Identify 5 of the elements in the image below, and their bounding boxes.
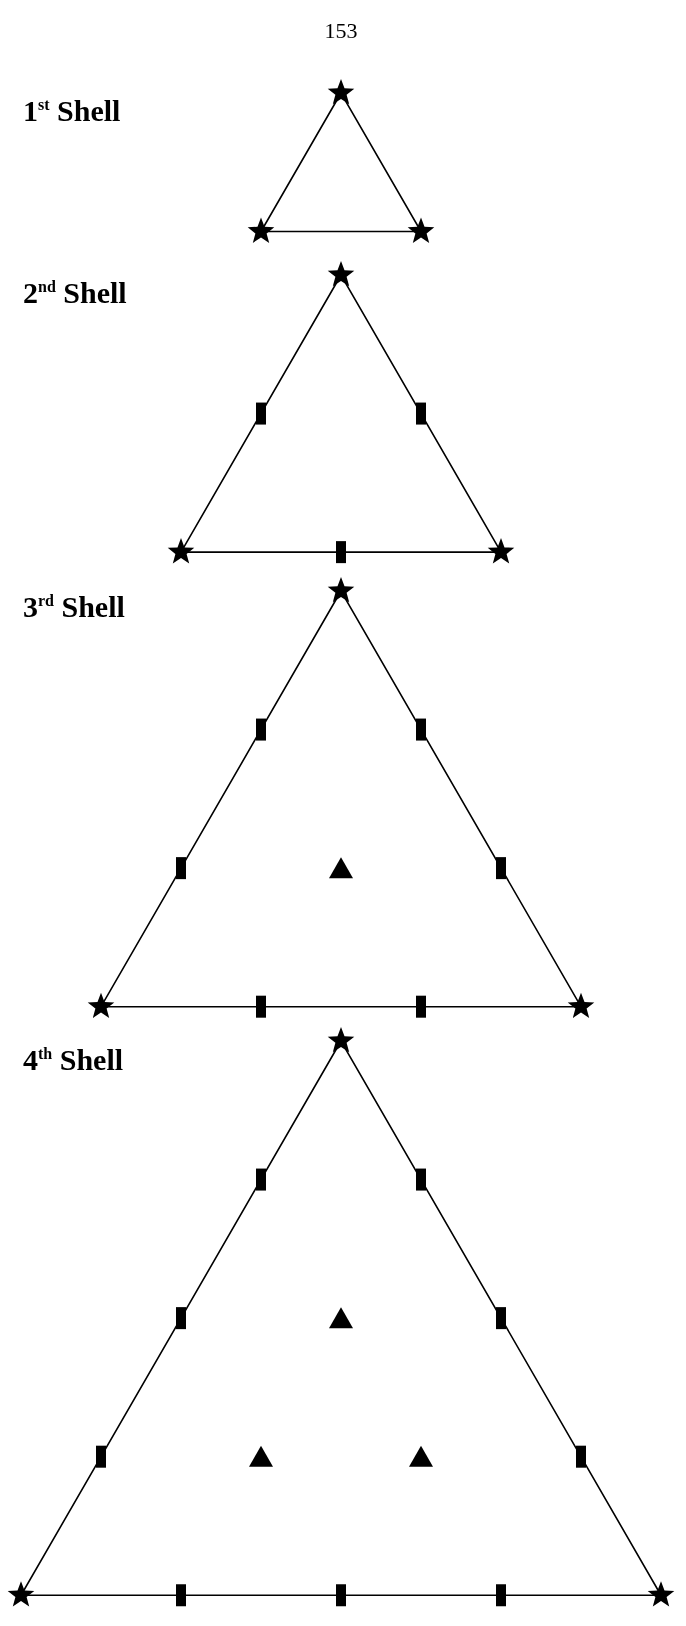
shell-heading: 1$^{st}$ Shell — [23, 96, 121, 126]
shell-heading: 2$^{nd}$ Shell — [23, 278, 127, 308]
shell-heading: 3$^{rd}$ Shell — [23, 592, 125, 622]
shell-heading: 4$^{th}$ Shell — [23, 1045, 124, 1075]
page-number: 153 — [324, 20, 358, 42]
